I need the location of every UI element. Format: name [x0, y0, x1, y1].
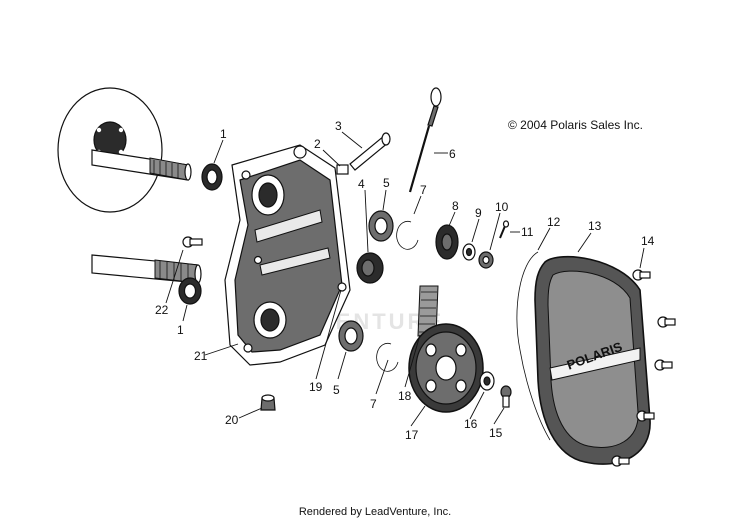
nut-2	[336, 164, 349, 175]
bolt-3	[349, 132, 391, 171]
callouts: 1 2 3 4 5 6 7 8 9 10 11 12 13 14 15 16 1…	[155, 119, 655, 442]
upper-input-shaft	[91, 149, 192, 181]
callout-1-lower: 1	[177, 323, 184, 337]
washer-9	[462, 243, 476, 261]
callout-19: 19	[309, 380, 323, 394]
plug-20	[260, 394, 276, 411]
callout-6: 6	[449, 147, 456, 161]
callout-20: 20	[225, 413, 239, 427]
callout-7-upper: 7	[420, 183, 427, 197]
chaincase-cover-13: POLARIS	[534, 255, 651, 465]
callout-14: 14	[641, 234, 655, 248]
washer-16	[479, 371, 495, 391]
sprocket-8	[435, 224, 459, 260]
callout-21: 21	[194, 349, 208, 363]
bearing-5-upper	[368, 210, 394, 242]
snap-ring-7-upper	[396, 220, 419, 250]
upper-seal	[201, 163, 223, 191]
tensioner-4	[356, 252, 384, 284]
callout-22: 22	[155, 303, 169, 317]
bolt-15	[500, 385, 512, 408]
snap-ring-7-lower	[376, 342, 399, 372]
nut-10	[478, 251, 494, 269]
callout-1-upper: 1	[220, 127, 227, 141]
callout-15: 15	[489, 426, 503, 440]
bearing-5-lower	[338, 320, 364, 352]
callout-13: 13	[588, 219, 602, 233]
callout-2: 2	[314, 137, 321, 151]
callout-5-upper: 5	[383, 176, 390, 190]
callout-12: 12	[547, 215, 561, 229]
callout-3: 3	[335, 119, 342, 133]
callout-17: 17	[405, 428, 419, 442]
lower-seal	[178, 277, 202, 305]
dipstick-6	[408, 87, 442, 193]
lower-output-shaft	[91, 254, 202, 284]
leader-lines	[165, 131, 645, 427]
cover-bolts-14	[611, 269, 676, 467]
drive-clutch-disc	[57, 87, 163, 213]
callout-7-lower: 7	[370, 397, 377, 411]
gasket-12	[516, 251, 551, 441]
sprocket-17	[408, 323, 484, 413]
callout-18: 18	[398, 389, 412, 403]
callout-5-lower: 5	[333, 383, 340, 397]
chaincase-housing	[224, 144, 351, 366]
rendered-by-footer: Rendered by LeadVenture, Inc.	[298, 506, 452, 518]
cotter-pin-11	[499, 220, 510, 239]
callout-8: 8	[452, 199, 459, 213]
callout-9: 9	[475, 206, 482, 220]
bolt-22	[182, 236, 203, 248]
callout-11: 11	[521, 225, 534, 239]
callout-10: 10	[495, 200, 509, 214]
callout-4: 4	[358, 177, 365, 191]
callout-16: 16	[464, 417, 478, 431]
copyright-notice: © 2004 Polaris Sales Inc.	[508, 118, 643, 132]
